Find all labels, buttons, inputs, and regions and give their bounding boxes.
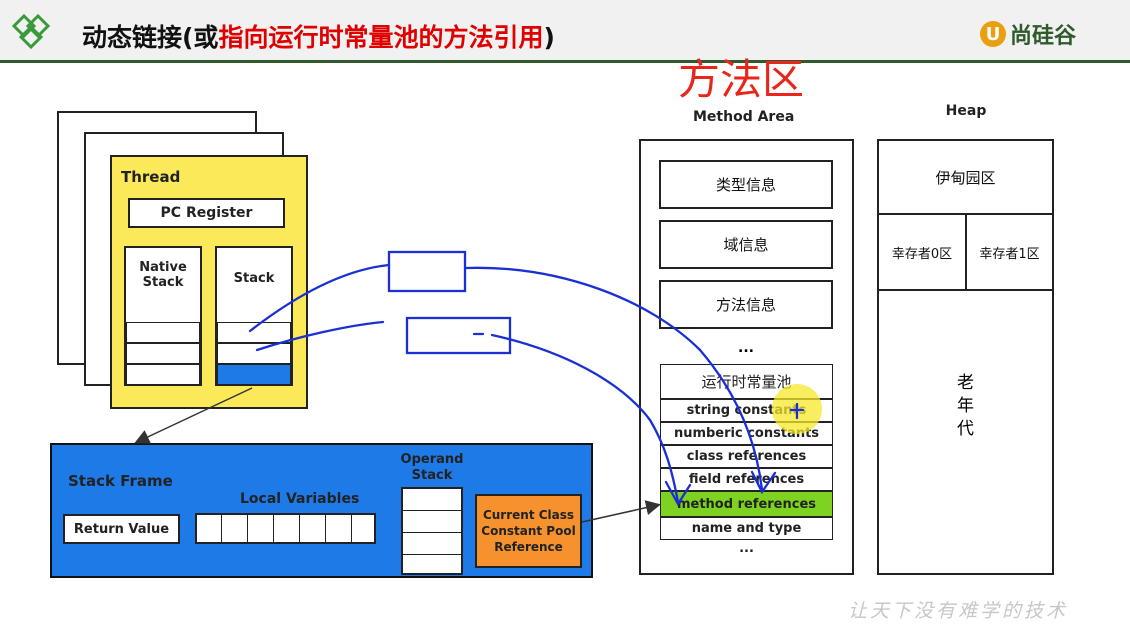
eden-space: 伊甸园区 (877, 139, 1054, 215)
title-prefix: 动态链接(或 (82, 23, 219, 52)
runtime-constant-pool-title: 运行时常量池 (660, 364, 833, 399)
reference-to-method-arrow (581, 500, 661, 523)
title-divider (0, 60, 1130, 63)
method-area-ellipsis: ... (738, 340, 754, 356)
title-bar (0, 0, 1130, 62)
pen-stroke-lower-right (490, 333, 680, 504)
pen-stroke-upper-right (464, 266, 764, 492)
local-variables-label: Local Variables (240, 491, 360, 507)
pool-row-class-references: class references (660, 445, 833, 468)
native-stack-slot (126, 364, 200, 385)
type-info: 类型信息 (659, 160, 833, 209)
field-info: 域信息 (659, 220, 833, 269)
title-highlight: 指向运行时常量池的方法引用 (218, 23, 544, 52)
slide-title: 动态链接(或指向运行时常量池的方法引用) (82, 18, 555, 54)
pool-row-method-references: method references (660, 491, 833, 517)
brand-name: 尚硅谷 (1010, 24, 1077, 49)
pen-arrowhead-right (750, 470, 777, 495)
stack-frame-slot-current (217, 364, 291, 385)
brand-u-icon: U (980, 21, 1006, 47)
handwritten-annotation: 方法区 (678, 55, 805, 104)
operand-stack-label: Operand Stack (400, 452, 464, 483)
survivor-1: 幸存者1区 (965, 213, 1054, 291)
native-stack-label: Native Stack (139, 260, 187, 290)
native-stack-slot (126, 322, 200, 343)
constant-pool-reference-label: Current Class Constant Pool Reference (481, 508, 576, 554)
native-stack-slot (126, 343, 200, 364)
old-generation: 老 年 代 (957, 373, 974, 439)
pool-row-name-and-type: name and type (660, 517, 833, 540)
java-stack-label: Stack (233, 271, 275, 286)
method-area-label: Method Area (693, 109, 795, 125)
brand-logo: U 尚硅谷 (980, 18, 1076, 50)
pc-register: PC Register (128, 198, 285, 228)
heap-label: Heap (945, 103, 987, 119)
stack-to-frame-arrow (134, 387, 253, 444)
pen-cross (789, 402, 805, 420)
constant-pool-reference: Current Class Constant Pool Reference (475, 494, 582, 568)
return-value: Return Value (63, 514, 180, 544)
title-suffix: ) (543, 23, 555, 52)
pen-box-upper (387, 250, 467, 293)
local-variables-array (195, 513, 376, 544)
thread-label: Thread (121, 168, 181, 186)
pool-row-ellipsis: ... (660, 540, 833, 557)
pen-box-lower (405, 316, 512, 355)
stack-frame-slot (217, 322, 291, 343)
operand-stack (401, 487, 463, 575)
pen-arrowhead-left (664, 480, 692, 507)
stack-frame-slot (217, 343, 291, 364)
pen-stroke-lower-left (255, 320, 385, 352)
pen-stroke-upper-left (248, 263, 391, 333)
method-info: 方法信息 (659, 280, 833, 329)
stack-frame-label: Stack Frame (68, 472, 173, 490)
logo-icon (11, 13, 64, 50)
pool-row-field-references: field references (660, 468, 833, 491)
watermark: 让天下没有难学的技术 (848, 600, 1069, 622)
